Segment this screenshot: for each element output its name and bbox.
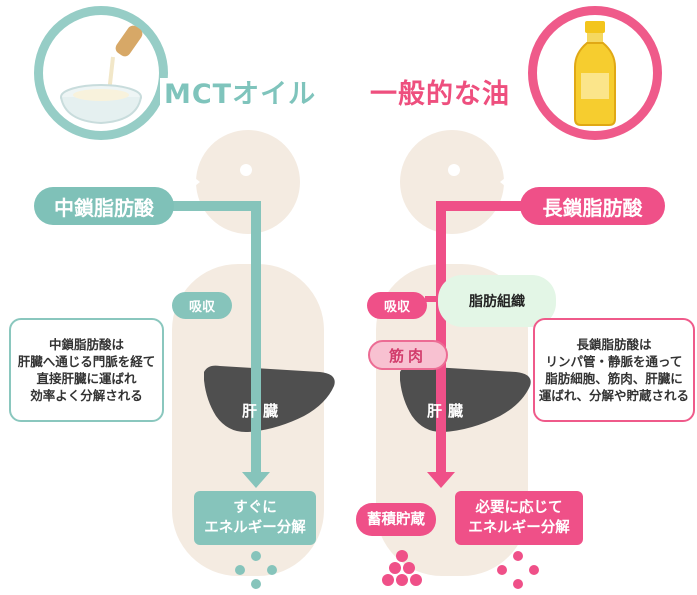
right-liver-label: 肝臓 bbox=[427, 402, 470, 420]
lct-description-line: 運ばれ、分解や貯蔵される bbox=[538, 388, 690, 403]
lct-description-box: 長鎖脂肪酸は リンパ管・静脈を通って 脂肪細胞、筋肉、肝臓に 運ばれ、分解や貯蔵… bbox=[533, 318, 695, 422]
right-energy-dots bbox=[497, 551, 539, 589]
result-line: 必要に応じて bbox=[475, 500, 563, 516]
stored-fat-dots bbox=[382, 550, 422, 586]
storage-result: 蓄積貯蔵 bbox=[356, 503, 436, 536]
lct-description-line: 脂肪細胞、筋肉、肝臓に bbox=[545, 371, 683, 386]
left-absorption-label: 吸収 bbox=[172, 292, 232, 319]
mct-oil-photo bbox=[34, 6, 168, 140]
common-oil-title: 一般的な油 bbox=[366, 78, 514, 112]
result-line: エネルギー分解 bbox=[204, 520, 306, 536]
medium-chain-fatty-acid-label: 中鎖脂肪酸 bbox=[34, 187, 174, 225]
fat-tissue-label: 脂肪組織 bbox=[438, 275, 556, 327]
result-line: エネルギー分解 bbox=[468, 520, 570, 536]
mct-description-line: 中鎖脂肪酸は bbox=[48, 337, 124, 352]
right-liver-shape bbox=[400, 365, 531, 433]
left-energy-dots bbox=[235, 551, 277, 589]
result-line: すぐに bbox=[233, 500, 277, 516]
oil-bottle-icon bbox=[574, 21, 616, 126]
muscle-label: 筋肉 bbox=[368, 340, 448, 370]
left-liver-shape bbox=[204, 365, 335, 433]
left-liver-label: 肝臓 bbox=[242, 402, 285, 420]
mct-description-line: 直接肝臓に運ばれ bbox=[36, 371, 137, 386]
long-chain-fatty-acid-label: 長鎖脂肪酸 bbox=[520, 187, 665, 225]
left-absorption-arrow bbox=[172, 201, 270, 488]
mct-description-box: 中鎖脂肪酸は 肝臓へ通じる門脈を経て 直接肝臓に運ばれ 効率よく分解される bbox=[9, 318, 164, 422]
lct-description-line: リンパ管・静脈を通って bbox=[545, 354, 683, 369]
as-needed-energy-result: 必要に応じて エネルギー分解 bbox=[455, 491, 583, 545]
cooking-oil-photo bbox=[528, 6, 662, 140]
mct-description-line: 肝臓へ通じる門脈を経て bbox=[17, 354, 156, 369]
right-absorption-label: 吸収 bbox=[367, 292, 427, 319]
lct-description-line: 長鎖脂肪酸は bbox=[576, 337, 652, 352]
mct-bowl-icon bbox=[60, 25, 143, 125]
immediate-energy-result: すぐに エネルギー分解 bbox=[194, 491, 316, 545]
mct-oil-title: MCTオイル bbox=[160, 78, 321, 112]
mct-description-line: 効率よく分解される bbox=[30, 388, 143, 403]
